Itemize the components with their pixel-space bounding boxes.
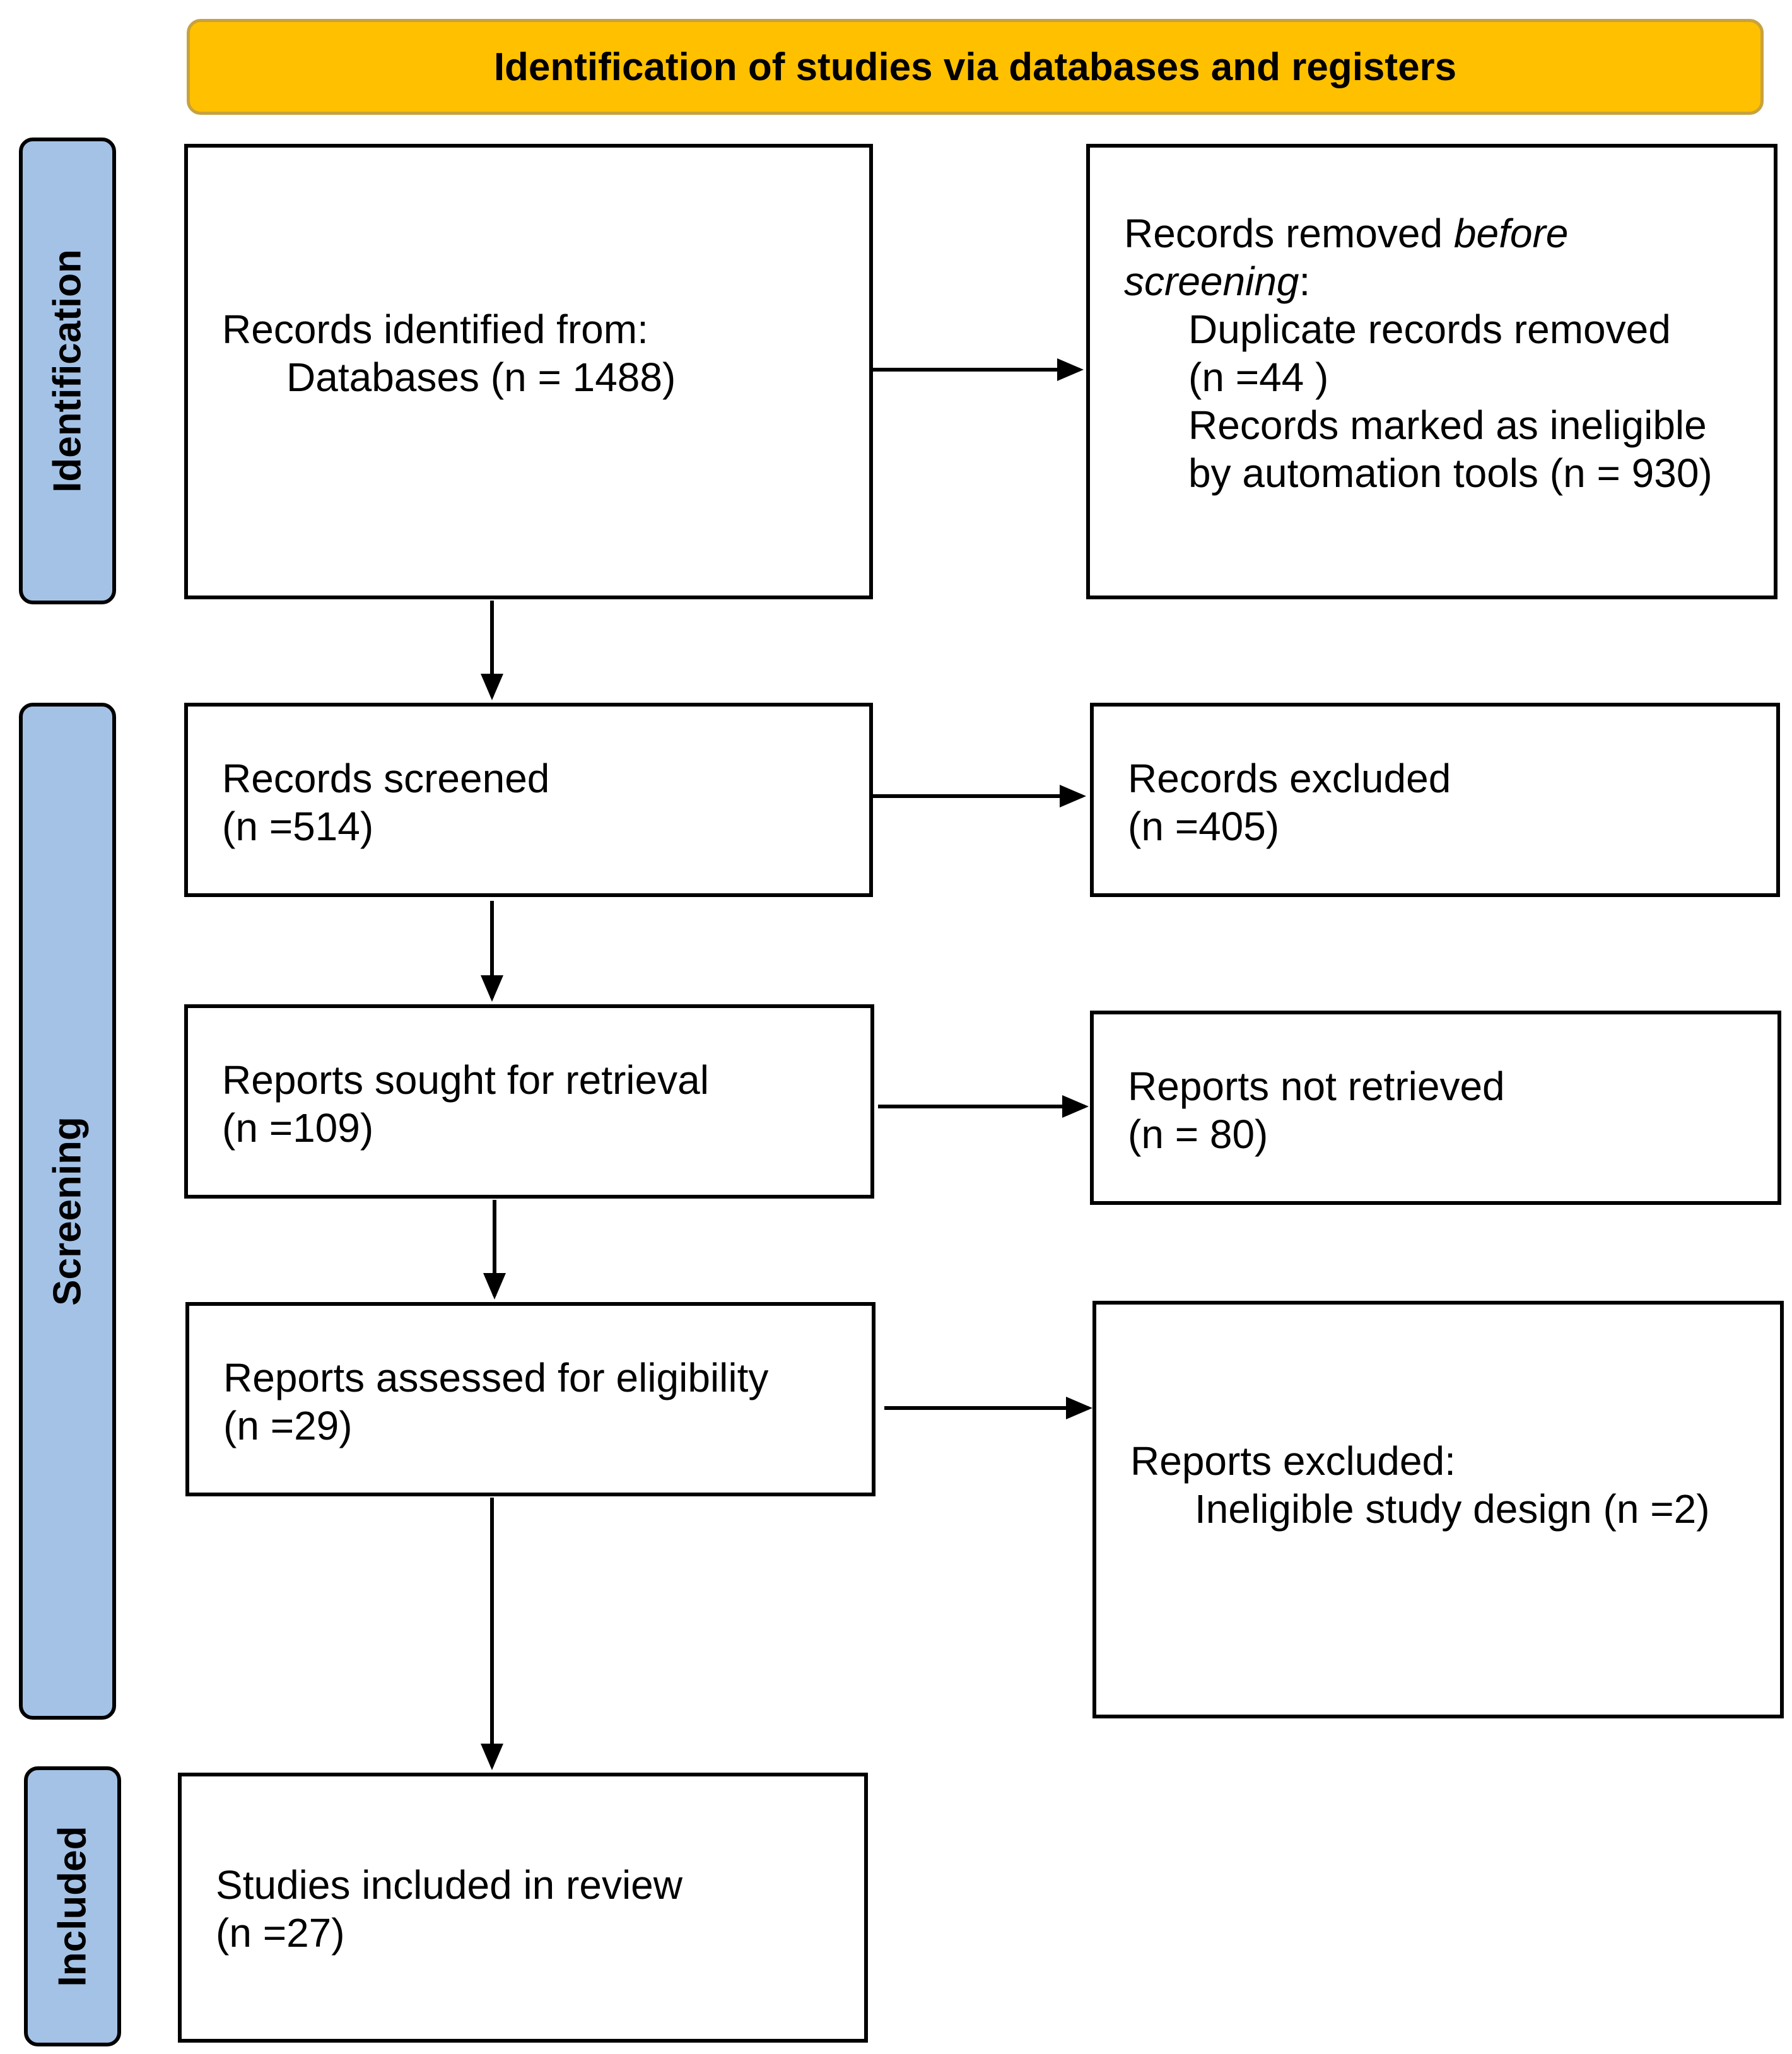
duplicate-records-count: (n =44 ): [1188, 355, 1329, 400]
records-removed-line2a: screening: [1124, 259, 1299, 304]
reports-sought-count: (n =109): [222, 1105, 374, 1151]
records-removed-line2b: :: [1299, 259, 1311, 304]
stage-identification: Identification: [19, 138, 116, 604]
reports-sought-box: Reports sought for retrieval (n =109): [184, 1004, 874, 1199]
diagram-header: Identification of studies via databases …: [187, 19, 1764, 115]
studies-included-box: Studies included in review (n =27): [178, 1773, 868, 2043]
studies-included-count: (n =27): [216, 1910, 345, 1956]
reports-sought-label: Reports sought for retrieval: [222, 1057, 709, 1103]
reports-not-retrieved-box: Reports not retrieved (n = 80): [1090, 1011, 1781, 1205]
reports-excluded-box: Reports excluded: Ineligible study desig…: [1092, 1301, 1784, 1718]
ineligible-records-label: Records marked as ineligible: [1188, 402, 1707, 448]
reports-assessed-box: Reports assessed for eligibility (n =29): [185, 1302, 876, 1496]
stage-screening: Screening: [19, 703, 116, 1720]
records-excluded-box: Records excluded (n =405): [1090, 703, 1780, 897]
studies-included-label: Studies included in review: [216, 1862, 682, 1908]
header-title: Identification of studies via databases …: [493, 45, 1457, 89]
records-screened-count: (n =514): [222, 804, 374, 849]
reports-excluded-label: Reports excluded:: [1130, 1438, 1456, 1484]
records-screened-box: Records screened (n =514): [184, 703, 873, 897]
stage-included: Included: [24, 1766, 121, 2046]
reports-not-retrieved-label: Reports not retrieved: [1128, 1064, 1505, 1109]
records-identified-line1: Records identified from:: [222, 307, 648, 352]
reports-not-retrieved-count: (n = 80): [1128, 1112, 1268, 1157]
records-removed-line1b: before: [1453, 211, 1569, 256]
duplicate-records-label: Duplicate records removed: [1188, 307, 1671, 352]
records-identified-databases: Databases (n = 1488): [286, 355, 676, 400]
ineligible-design-count: Ineligible study design (n =2): [1195, 1486, 1710, 1532]
records-removed-box: Records removed before screening: Duplic…: [1086, 144, 1777, 599]
reports-assessed-label: Reports assessed for eligibility: [223, 1355, 769, 1400]
records-removed-line1a: Records removed: [1124, 211, 1454, 256]
records-excluded-label: Records excluded: [1128, 756, 1451, 801]
ineligible-records-count: by automation tools (n = 930): [1188, 450, 1713, 496]
records-screened-label: Records screened: [222, 756, 550, 801]
records-excluded-count: (n =405): [1128, 804, 1280, 849]
reports-assessed-count: (n =29): [223, 1403, 353, 1448]
records-identified-box: Records identified from: Databases (n = …: [184, 144, 873, 599]
